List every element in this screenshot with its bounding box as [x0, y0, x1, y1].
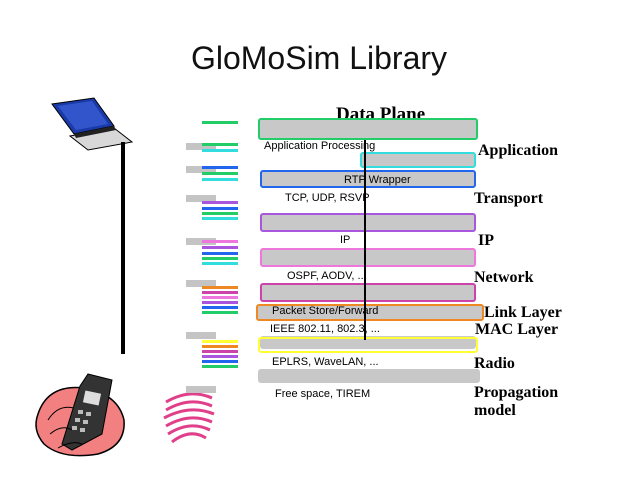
laptop-icon — [51, 97, 134, 151]
stub — [202, 246, 238, 249]
layer-ip: IP — [478, 232, 494, 249]
stub — [202, 178, 238, 181]
radio-models-label: EPLRS, WaveLAN, ... — [272, 356, 379, 368]
stub — [202, 217, 238, 220]
stub — [202, 311, 238, 314]
stub — [202, 355, 238, 358]
transport-bar — [260, 213, 476, 232]
stub — [202, 262, 238, 265]
packet-store-label: Packet Store/Forward — [272, 305, 379, 317]
stub — [202, 143, 238, 146]
stub — [202, 172, 238, 175]
stub-gray — [186, 143, 216, 150]
radio-outline — [258, 337, 478, 353]
layer-propagation: Propagation — [474, 384, 559, 401]
phone-icon — [35, 373, 125, 457]
stub — [202, 340, 238, 343]
stub-gray — [186, 332, 216, 339]
routing-label: OSPF, AODV, ... — [287, 270, 367, 282]
network-bar — [260, 283, 476, 302]
page-title: GloMoSim Library — [190, 40, 448, 76]
application-processing-label: Application Processing — [264, 140, 376, 152]
stub — [202, 201, 238, 204]
mac-protocols-label: IEEE 802.11, 802.3, ... — [270, 323, 380, 335]
stub — [202, 360, 238, 363]
stub — [202, 207, 238, 210]
transport-protocols-label: TCP, UDP, RSVP — [285, 192, 370, 204]
stub — [202, 149, 238, 152]
ip-bar — [260, 248, 476, 267]
stub — [202, 166, 238, 169]
stub — [202, 301, 238, 304]
stub-application — [202, 121, 238, 124]
layer-mac: MAC Layer — [475, 321, 559, 338]
stub — [202, 350, 238, 353]
stub-gray — [186, 386, 216, 393]
layer-link: Link Layer — [484, 304, 562, 321]
packet-store-bar — [256, 304, 484, 321]
layer-application: Application — [478, 142, 559, 159]
stub — [202, 257, 238, 260]
rtp-wrapper-bar — [260, 170, 476, 188]
stub-gray — [186, 238, 216, 245]
layer-propagation-model: model — [474, 402, 516, 419]
stub — [202, 212, 238, 215]
mac-bar — [260, 336, 476, 349]
layer-transport: Transport — [474, 190, 544, 207]
layer-network: Network — [474, 269, 534, 286]
stub-gray — [186, 280, 216, 287]
radio-waves-icon — [163, 392, 215, 444]
ip-label: IP — [340, 234, 351, 246]
stub-gray — [186, 166, 216, 173]
connection-line — [121, 142, 125, 354]
stub — [202, 286, 238, 289]
stub — [202, 252, 238, 255]
stub — [202, 296, 238, 299]
stub — [202, 365, 238, 368]
stub-gray — [186, 195, 216, 202]
stub — [202, 345, 238, 348]
layer-radio: Radio — [474, 355, 515, 372]
stack-connector — [364, 140, 366, 340]
stub — [202, 306, 238, 309]
cyan-bar — [360, 152, 476, 168]
rtp-wrapper-label: RTP Wrapper — [344, 174, 411, 186]
propagation-bar — [258, 369, 480, 383]
application-bar — [258, 118, 478, 140]
propagation-models-label: Free space, TIREM — [275, 388, 371, 400]
stub — [202, 291, 238, 294]
stub — [202, 240, 238, 243]
